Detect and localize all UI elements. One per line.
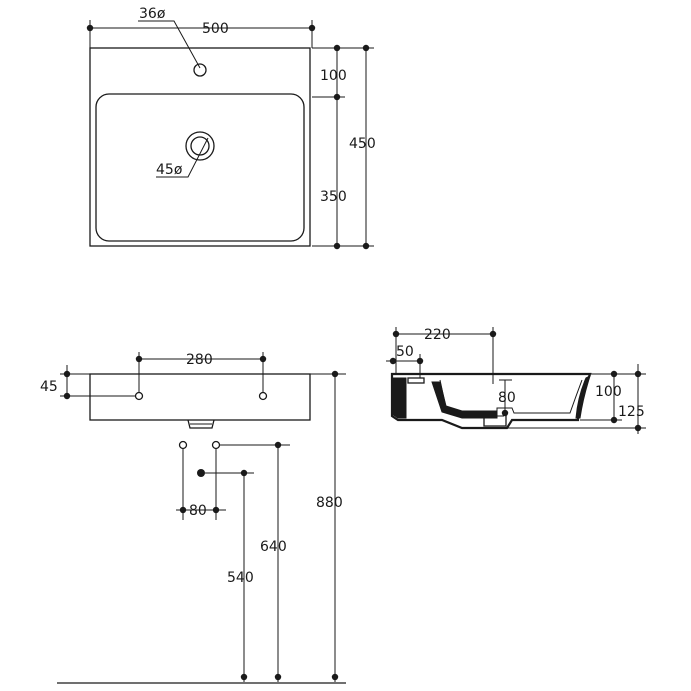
waste-hole-leader bbox=[156, 137, 209, 178]
label-width: 500 bbox=[202, 21, 229, 37]
dimension-width bbox=[86, 20, 316, 48]
dimension-depth-inner bbox=[312, 44, 374, 250]
dimension-pipe-spacing bbox=[176, 449, 226, 520]
side-view: 220 50 80 100 bbox=[386, 327, 646, 434]
basin-floor-section bbox=[431, 381, 498, 419]
label-waste-hole: 45ø bbox=[156, 162, 183, 178]
label-wall-offset: 50 bbox=[396, 344, 414, 360]
basin-outline-front bbox=[89, 373, 311, 421]
bowl-outline-top bbox=[95, 93, 305, 242]
waste-outlet-outer bbox=[185, 131, 215, 161]
dimension-waste-offset bbox=[392, 327, 497, 384]
front-hole-left bbox=[134, 391, 144, 401]
overflow-slot bbox=[407, 377, 425, 384]
tap-hole bbox=[193, 63, 207, 77]
waste-section bbox=[483, 413, 507, 427]
label-supply-height: 640 bbox=[260, 539, 287, 555]
label-bowl-depth: 350 bbox=[320, 189, 347, 205]
label-rim-height-side: 100 bbox=[595, 384, 622, 400]
waste-point bbox=[197, 469, 205, 477]
dimension-rim-height bbox=[310, 370, 346, 682]
label-hole-offset: 45 bbox=[40, 379, 58, 395]
label-total-depth: 450 bbox=[349, 136, 376, 152]
dimension-supply-height bbox=[220, 441, 290, 682]
dimension-total-height-side bbox=[507, 364, 646, 434]
supply-pipe-right bbox=[211, 440, 221, 450]
label-rim-height: 880 bbox=[316, 495, 343, 511]
basin-section-outer bbox=[390, 372, 592, 430]
label-tap-hole: 36ø bbox=[139, 6, 166, 22]
label-bowl-depth-side: 80 bbox=[498, 390, 516, 406]
front-view: 280 45 80 bbox=[40, 352, 346, 684]
dimension-hole-spacing bbox=[135, 352, 267, 392]
dimension-waste-height bbox=[205, 469, 254, 682]
supply-pipe-left bbox=[178, 440, 188, 450]
label-pipe-spacing: 80 bbox=[189, 503, 207, 519]
dimension-bowl-depth bbox=[499, 379, 512, 417]
basin-outline-top bbox=[89, 47, 311, 247]
basin-wall-left bbox=[391, 377, 407, 419]
dimension-depth-total bbox=[362, 44, 370, 250]
dimension-hole-offset bbox=[60, 365, 136, 400]
front-hole-right bbox=[258, 391, 268, 401]
tap-hole-leader bbox=[138, 20, 201, 69]
label-waste-offset: 220 bbox=[424, 327, 451, 343]
basin-wall-right bbox=[575, 375, 591, 419]
label-waste-height: 540 bbox=[227, 570, 254, 586]
label-hole-spacing: 280 bbox=[186, 352, 213, 368]
waste-outlet-front bbox=[187, 419, 215, 429]
top-view: 500 36ø 45ø 100 350 450 bbox=[86, 6, 376, 250]
waste-outlet-inner bbox=[190, 136, 210, 156]
dimension-wall-offset bbox=[386, 354, 424, 378]
label-total-height-side: 125 bbox=[618, 404, 645, 420]
label-back-depth: 100 bbox=[320, 68, 347, 84]
